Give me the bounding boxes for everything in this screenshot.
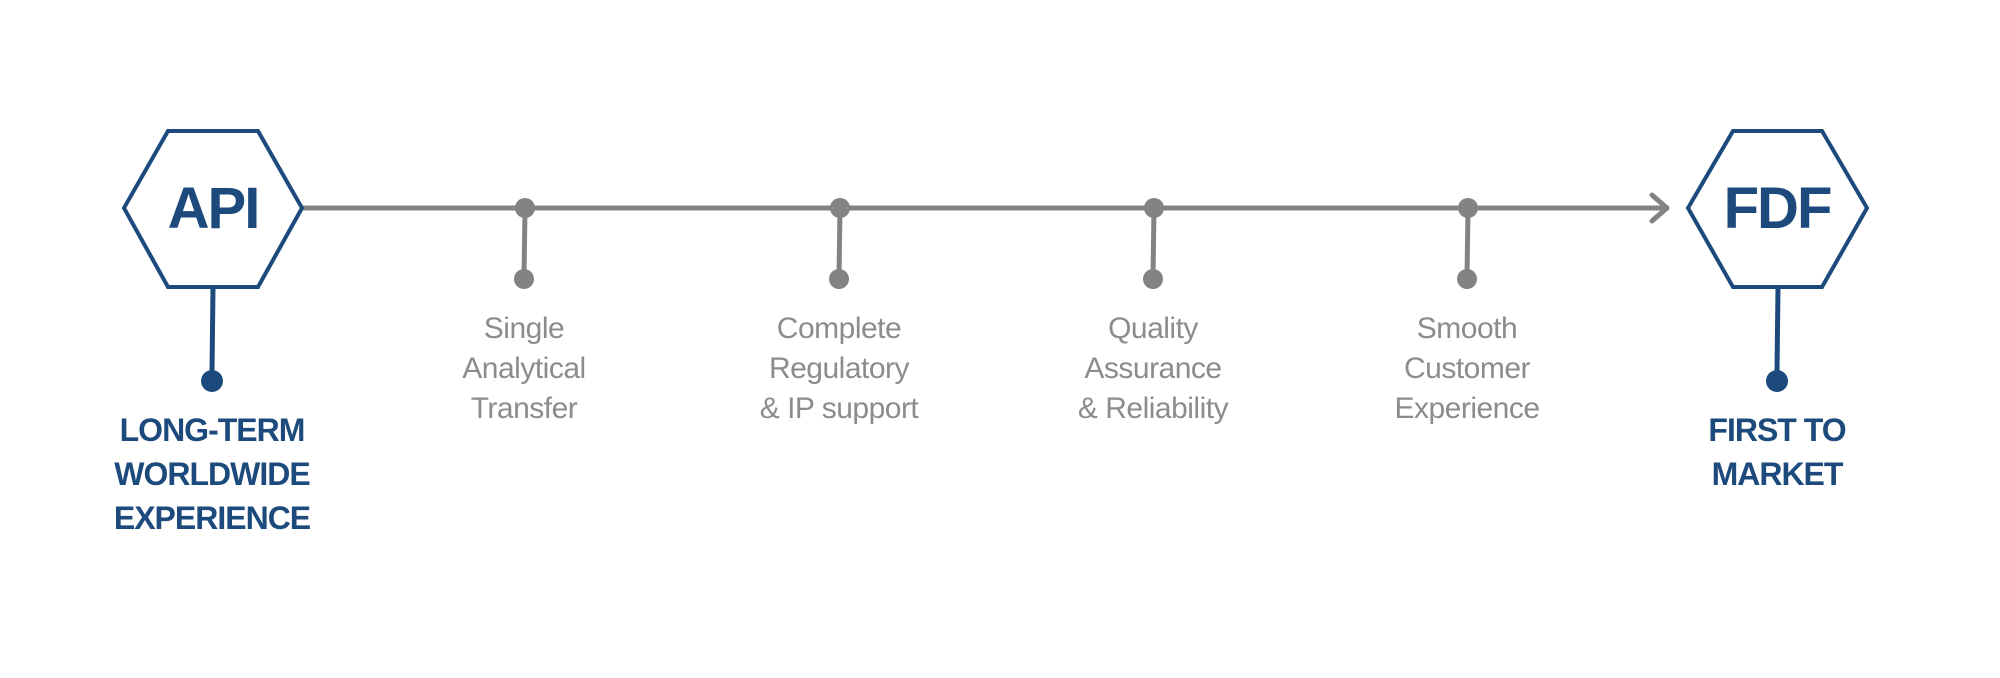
milestone-stem [836,207,843,279]
start-node: API LONG-TERM WORLDWIDE EXPERIENCE [114,129,312,536]
end-node: FDF FIRST TO MARKET [1685,129,1870,492]
milestone-caption-line-2: Assurance [1084,352,1221,385]
milestone-caption-line-3: & Reliability [1078,392,1229,425]
milestone-end-dot [829,269,849,289]
milestone-caption-line-2: Customer [1404,352,1531,385]
start-caption-line-3: EXPERIENCE [114,500,311,536]
milestone-caption-line-3: & IP support [760,392,920,425]
milestone-caption-line-2: Analytical [462,352,585,385]
start-label: API [168,176,259,241]
milestone-stem [1150,207,1157,279]
milestone-caption-line-1: Quality [1108,312,1198,345]
milestone-caption-line-1: Smooth [1417,312,1517,345]
start-dot [201,370,223,392]
milestone-stem [521,207,528,279]
start-caption-line-2: WORLDWIDE [114,456,310,492]
end-dot [1766,370,1788,392]
end-caption-line-1: FIRST TO [1708,412,1845,448]
milestone-stem [1464,207,1471,279]
milestone-node-dot [1458,198,1478,218]
start-connector [209,286,216,373]
milestone-caption-line-3: Experience [1394,392,1539,425]
milestone-node-dot [515,198,535,218]
milestone-end-dot [1457,269,1477,289]
arrow-right-icon [1649,192,1670,224]
hexagon-icon [121,129,305,289]
milestone-end-dot [514,269,534,289]
milestone-end-dot [1143,269,1163,289]
milestone-caption-line-1: Complete [777,312,901,345]
start-caption-line-1: LONG-TERM [120,412,305,448]
milestone-node-dot [830,198,850,218]
end-connector [1774,286,1781,373]
milestone-node-dot [1144,198,1164,218]
milestone-caption-line-2: Regulatory [769,352,910,385]
hexagon-icon [1685,129,1870,289]
milestone-caption-line-1: Single [484,312,564,345]
end-caption-line-2: MARKET [1712,456,1844,492]
milestone-list: SingleAnalyticalTransferCompleteRegulato… [462,198,1540,425]
end-label: FDF [1724,176,1831,241]
milestone-caption-line-3: Transfer [471,392,578,425]
